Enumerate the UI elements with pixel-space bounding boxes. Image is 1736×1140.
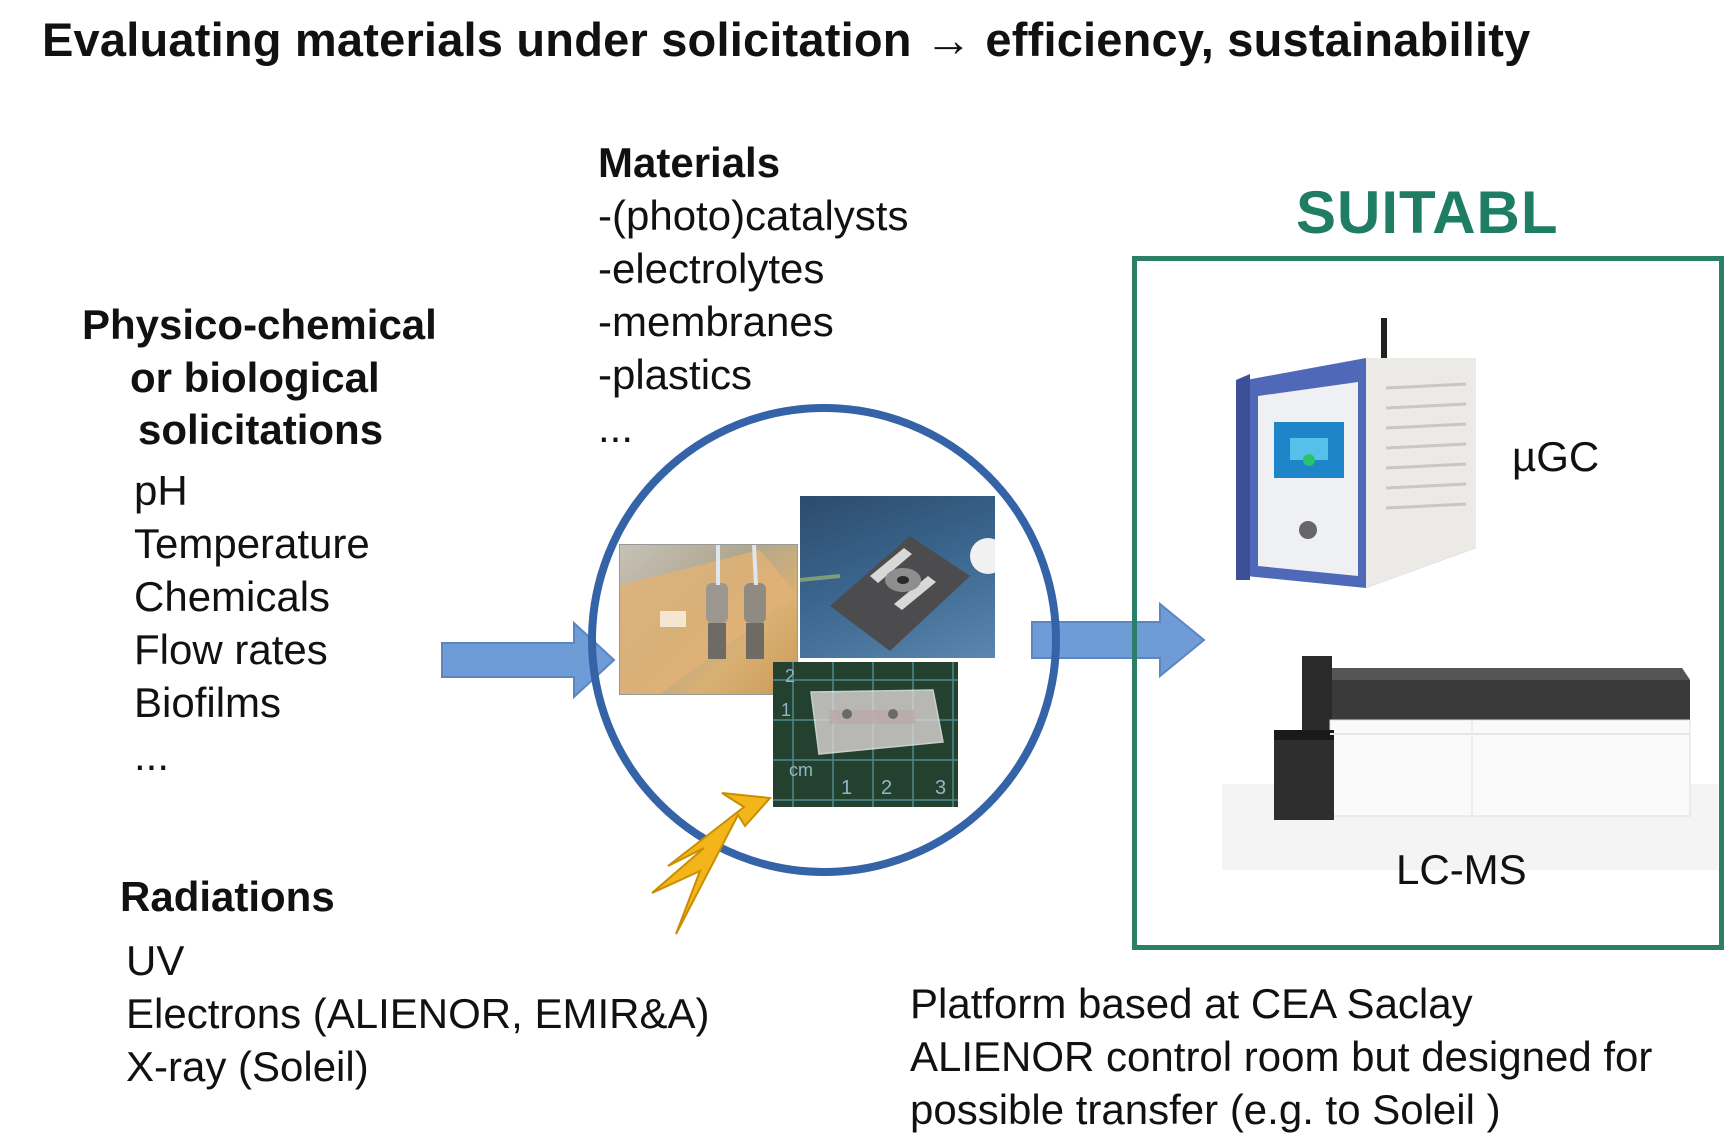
ugc-label: µGC <box>1512 433 1600 480</box>
photo-grey-cell <box>800 496 995 658</box>
solicitation-item: ... <box>134 732 170 779</box>
lcms-label: LC-MS <box>1396 846 1527 893</box>
material-item: -membranes <box>598 298 834 345</box>
solicitations-heading-line-2: or biological <box>130 354 380 401</box>
solicitation-item: Temperature <box>134 520 370 567</box>
radiation-item: UV <box>126 937 185 984</box>
ugc-instrument-image <box>1236 318 1476 588</box>
platform-line: Platform based at CEA Saclay <box>910 980 1473 1027</box>
scale-unit-label: cm <box>789 760 813 780</box>
radiation-item: Electrons (ALIENOR, EMIR&A) <box>126 990 710 1037</box>
solicitation-item: Chemicals <box>134 573 331 620</box>
platform-line: possible transfer (e.g. to Soleil ) <box>910 1086 1501 1133</box>
scale-label: 2 <box>881 777 892 799</box>
radiations-heading: Radiations <box>120 873 335 920</box>
radiations-list: UV Electrons (ALIENOR, EMIR&A) X-ray (So… <box>126 934 709 1093</box>
solicitation-item: Biofilms <box>134 679 282 726</box>
material-item: -(photo)catalysts <box>598 192 909 239</box>
solicitations-heading-line-1: Physico-chemical <box>82 301 437 348</box>
material-item: -electrolytes <box>598 245 825 292</box>
platform-text: Platform based at CEA Saclay ALIENOR con… <box>910 977 1652 1136</box>
photo-transparent-chip: 1 2 3 cm 1 2 <box>773 662 958 807</box>
sample-circle <box>588 404 1060 876</box>
materials-heading: Materials <box>598 139 781 186</box>
lcms-instrument-image <box>1222 656 1718 870</box>
suitabl-box <box>1132 256 1724 950</box>
scale-label: 3 <box>935 777 946 799</box>
solicitation-item: Flow rates <box>134 626 328 673</box>
materials-list: -(photo)catalysts -electrolytes -membran… <box>598 189 908 454</box>
scale-label: 1 <box>841 777 852 799</box>
solicitations-list: pH Temperature Chemicals Flow rates Biof… <box>134 464 370 782</box>
material-item: -plastics <box>598 351 753 398</box>
radiation-item: X-ray (Soleil) <box>126 1043 369 1090</box>
material-item: ... <box>598 404 634 451</box>
scale-label: 1 <box>781 700 791 720</box>
suitabl-label: SUITABL <box>1296 179 1559 246</box>
scale-label: 2 <box>785 666 795 686</box>
photo-orange-chip <box>619 544 798 695</box>
page-title: Evaluating materials under solicitation … <box>42 13 1531 66</box>
lightning-bolt <box>651 792 773 935</box>
solicitation-item: pH <box>134 467 188 514</box>
platform-line: ALIENOR control room but designed for <box>910 1033 1653 1080</box>
solicitations-heading-line-3: solicitations <box>138 406 384 453</box>
